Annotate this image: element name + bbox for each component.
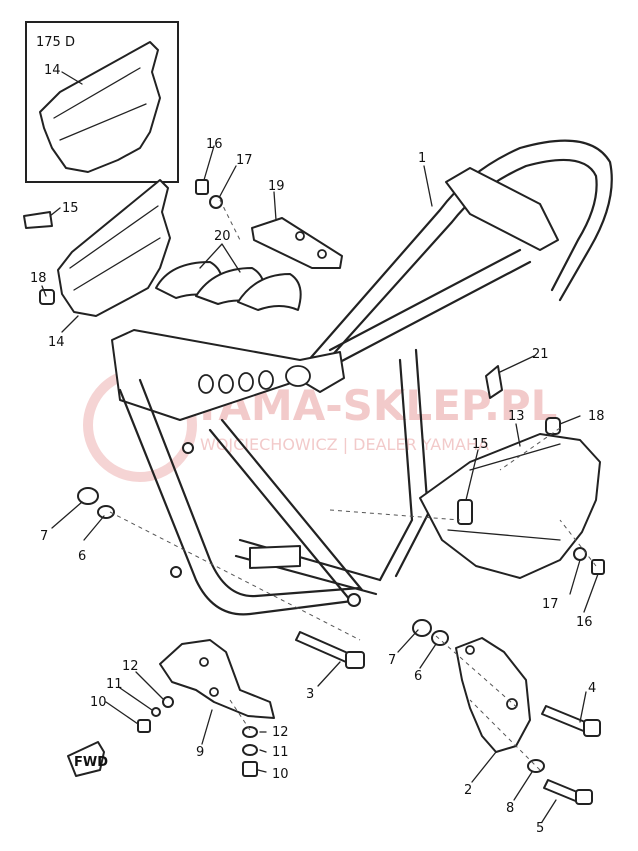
nut-18-right <box>545 417 561 435</box>
callout-18-left: 18 <box>30 271 47 286</box>
bolt-16-top <box>195 179 209 195</box>
engine-mount-bracket-2 <box>455 637 531 753</box>
collar-7-left <box>77 487 99 505</box>
callout-13: 13 <box>508 409 525 424</box>
watermark: YAMA-SKLEP.PL WOJCIECHOWICZ | DEALER YAM… <box>83 368 557 482</box>
callout-1: 1 <box>418 151 426 166</box>
guide-lines <box>109 199 597 771</box>
fwd-label: FWD <box>74 755 108 770</box>
bolt-3 <box>295 631 365 669</box>
callout-12-left: 12 <box>122 659 139 674</box>
collar-6-left <box>97 505 115 519</box>
bracket-19 <box>251 217 343 269</box>
washer-17-right <box>573 547 587 561</box>
callout-9: 9 <box>196 745 204 760</box>
bolt-5 <box>543 779 593 805</box>
callout-12-center: 12 <box>272 725 289 740</box>
inset-label: 175 D <box>36 35 75 50</box>
callout-15-right: 15 <box>472 437 489 452</box>
engine-plate-9 <box>159 639 275 719</box>
callout-14-left: 14 <box>48 335 65 350</box>
leader-lines <box>41 71 599 823</box>
callout-3: 3 <box>306 687 314 702</box>
callout-16-top: 16 <box>206 137 223 152</box>
callout-6-right: 6 <box>414 669 422 684</box>
bolt-16-right <box>591 559 605 575</box>
callout-17-top: 17 <box>236 153 253 168</box>
inset-side-cover <box>39 41 161 173</box>
side-cover-left <box>23 179 171 317</box>
callout-16-right: 16 <box>576 615 593 630</box>
fasteners-left-10-11-12 <box>137 696 174 733</box>
bracket-21 <box>485 365 503 399</box>
callout-6-left: 6 <box>78 549 86 564</box>
fasteners-center-10-11-12 <box>242 726 258 777</box>
bolt-4 <box>541 705 601 737</box>
collar-6-right <box>431 630 449 646</box>
callout-8: 8 <box>506 801 514 816</box>
callout-5: 5 <box>536 821 544 836</box>
tank-bands-20 <box>155 261 302 311</box>
collar-7-right <box>412 619 432 637</box>
callout-11-center: 11 <box>272 745 289 760</box>
callout-10-center: 10 <box>272 767 289 782</box>
callout-19: 19 <box>268 179 285 194</box>
main-frame <box>111 139 613 616</box>
callout-7-left: 7 <box>40 529 48 544</box>
callout-20: 20 <box>214 229 231 244</box>
callout-7-right: 7 <box>388 653 396 668</box>
callout-21: 21 <box>532 347 549 362</box>
inset-175d: 175 D <box>25 21 179 183</box>
callouts: 1 14 16 17 19 15 20 18 14 21 18 13 15 7 … <box>30 63 605 836</box>
rear-fender-13 <box>419 433 601 579</box>
callout-17-right: 17 <box>542 597 559 612</box>
callout-11-left: 11 <box>106 677 123 692</box>
washer-8 <box>527 759 545 773</box>
callout-10-left: 10 <box>90 695 107 710</box>
callout-2: 2 <box>464 783 472 798</box>
watermark-subline: WOJCIECHOWICZ | DEALER YAMAHA <box>200 435 489 454</box>
callout-18-right: 18 <box>588 409 605 424</box>
washer-17-top <box>209 195 223 209</box>
callout-15-left: 15 <box>62 201 79 216</box>
fwd-arrow: FWD <box>67 741 108 777</box>
callout-4: 4 <box>588 681 596 696</box>
callout-14-inset: 14 <box>44 63 61 78</box>
